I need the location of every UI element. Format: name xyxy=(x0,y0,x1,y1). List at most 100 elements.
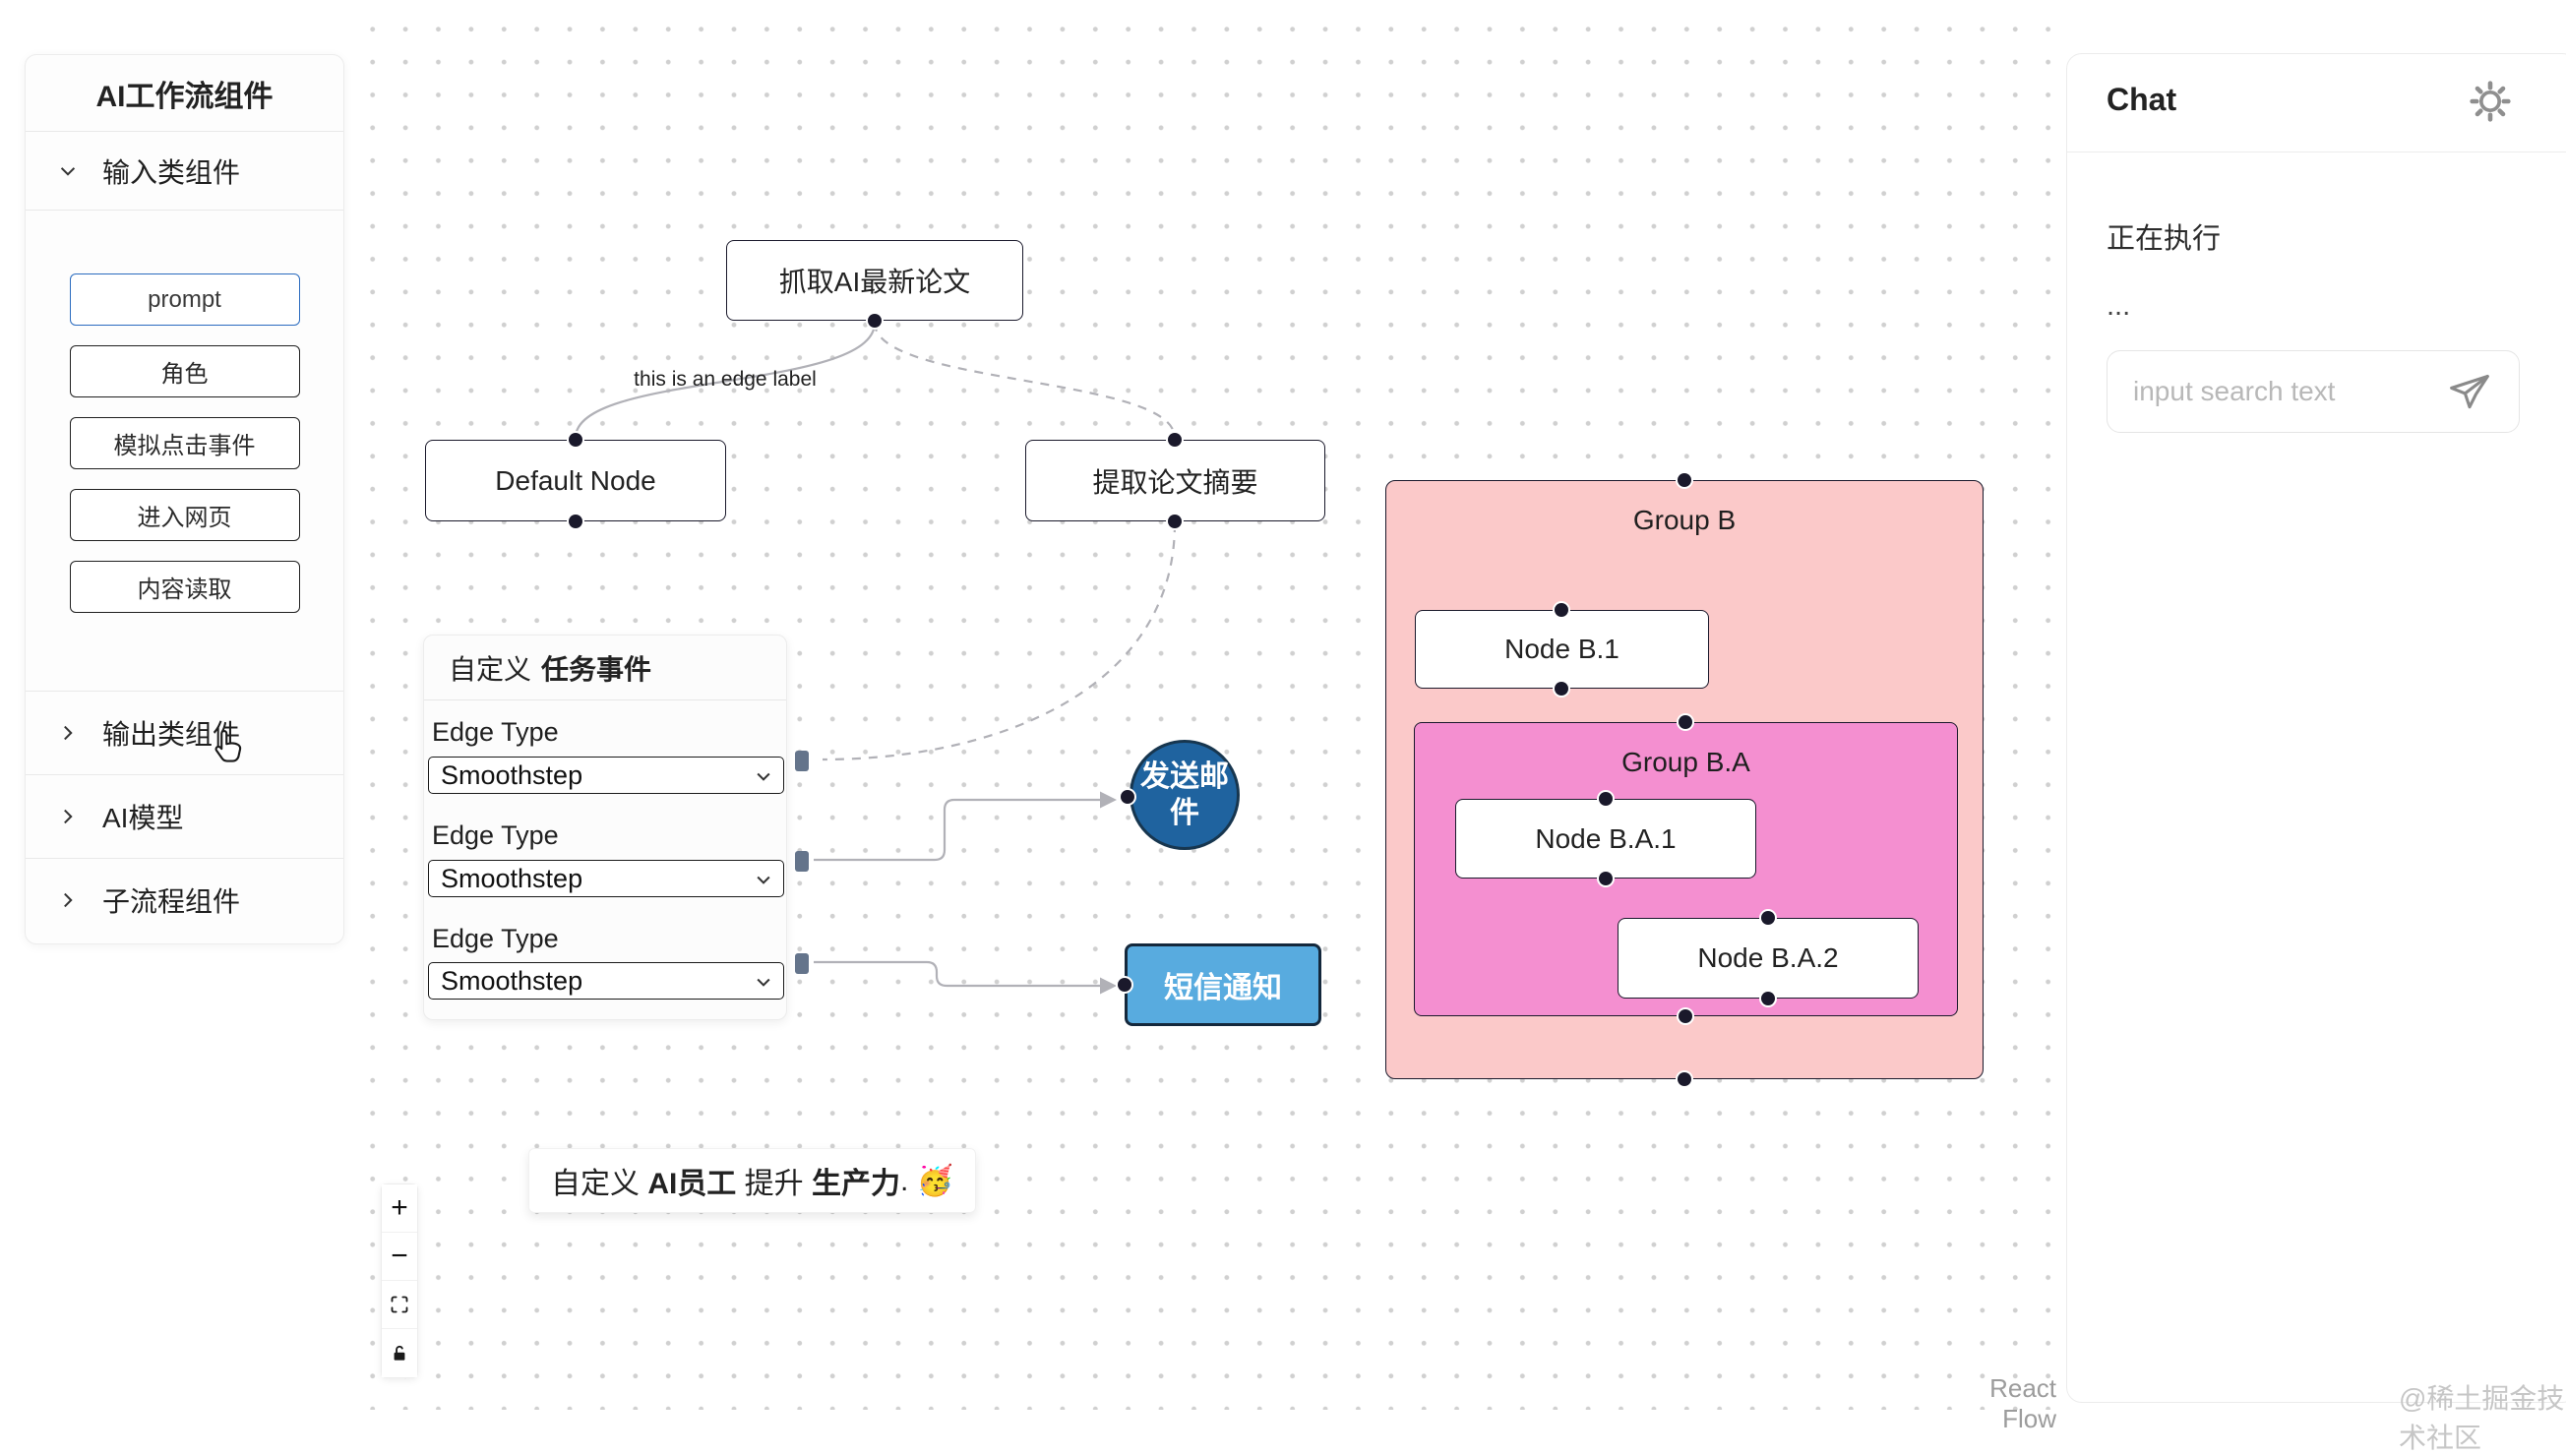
custom-task-header-bold: 任务事件 xyxy=(541,653,652,685)
component-open-page[interactable]: 进入网页 xyxy=(69,489,300,541)
edge-type-select-1-value: Smoothstep xyxy=(441,759,583,790)
edge-type-select-3[interactable]: Smoothstep xyxy=(428,962,784,1000)
custom-task-node[interactable]: 自定义 任务事件 Edge Type Smoothstep Edge Type … xyxy=(423,635,809,1020)
node-ba1[interactable]: Node B.A.1 xyxy=(1455,799,1756,879)
reactflow-attribution: React Flow xyxy=(1989,1373,2056,1433)
annotation-part2: AI员工 xyxy=(647,1168,737,1200)
edge-type-select-3-value: Smoothstep xyxy=(441,965,583,996)
handle-group-ba-top[interactable] xyxy=(1679,715,1692,729)
sidebar-section-output[interactable]: 输出类组件 xyxy=(26,691,343,774)
component-read-content[interactable]: 内容读取 xyxy=(69,561,300,613)
site-watermark: @稀土掘金技术社区 xyxy=(2399,1383,2565,1453)
node-ba1-label: Node B.A.1 xyxy=(1535,822,1677,854)
handle-ba1-bottom[interactable] xyxy=(1599,872,1613,885)
sidebar-section-input-label: 输入类组件 xyxy=(102,156,241,188)
chat-status-text: 正在执行 xyxy=(2107,223,2222,255)
chevron-right-icon xyxy=(64,892,73,908)
handle-b1-top[interactable] xyxy=(1555,603,1568,617)
annotation-part1: 自定义 xyxy=(550,1168,648,1200)
annotation-part3: 提升 xyxy=(736,1168,812,1200)
edge-type-select-1[interactable]: Smoothstep xyxy=(428,757,784,794)
handle-ba2-top[interactable] xyxy=(1761,911,1775,925)
edge-type-label-2: Edge Type xyxy=(432,820,559,850)
source-handle-1[interactable] xyxy=(795,751,809,771)
node-fetch-papers-label: 抓取AI最新论文 xyxy=(778,267,971,297)
node-sms-notify-label: 短信通知 xyxy=(1164,972,1282,1004)
sidebar-section-subflow-label: 子流程组件 xyxy=(102,886,241,917)
chevron-down-icon xyxy=(757,978,770,987)
edge-type-select-2-value: Smoothstep xyxy=(441,863,583,893)
node-b1-label: Node B.1 xyxy=(1504,634,1619,664)
component-prompt[interactable]: prompt xyxy=(69,273,300,326)
node-send-email-line2: 件 xyxy=(1170,797,1199,829)
sidebar-section-ai-model-label: AI模型 xyxy=(102,803,184,833)
zoom-in-button[interactable]: + xyxy=(382,1184,417,1233)
node-b1[interactable]: Node B.1 xyxy=(1415,610,1709,689)
chat-title: Chat xyxy=(2107,82,2177,117)
handle-sms-left[interactable] xyxy=(1118,978,1131,992)
sidebar-section-ai-model[interactable]: AI模型 xyxy=(26,774,343,858)
handle-default-bottom[interactable] xyxy=(569,515,582,528)
edge-type-label-3: Edge Type xyxy=(432,924,559,953)
annotation-part4: 生产力 xyxy=(811,1168,900,1200)
node-fetch-papers[interactable]: 抓取AI最新论文 xyxy=(726,240,1023,321)
handle-email-left[interactable] xyxy=(1121,790,1134,804)
chat-header: Chat xyxy=(2067,54,2566,152)
component-role[interactable]: 角色 xyxy=(69,345,300,397)
chevron-down-icon xyxy=(757,876,770,884)
custom-task-header-prefix: 自定义 xyxy=(449,653,532,685)
send-icon[interactable] xyxy=(2448,371,2491,414)
handle-default-top[interactable] xyxy=(569,433,582,447)
node-send-email-line1: 发送邮 xyxy=(1140,759,1229,793)
edge-type-label-1: Edge Type xyxy=(432,717,559,747)
handle-group-b-top[interactable] xyxy=(1678,473,1691,487)
sidebar-section-output-label: 输出类组件 xyxy=(102,719,241,750)
node-extract-abstract[interactable]: 提取论文摘要 xyxy=(1025,440,1325,521)
fit-view-icon xyxy=(391,1296,408,1313)
chevron-down-icon xyxy=(757,772,770,781)
handle-extract-bottom[interactable] xyxy=(1168,515,1182,528)
sidebar-section-subflow[interactable]: 子流程组件 xyxy=(26,858,343,941)
group-b-label: Group B xyxy=(1632,505,1737,535)
node-extract-abstract-label: 提取论文摘要 xyxy=(1092,466,1258,498)
handle-b1-bottom[interactable] xyxy=(1555,682,1568,696)
chat-input-container xyxy=(2107,350,2520,433)
gear-icon[interactable] xyxy=(2469,80,2512,123)
source-handle-3[interactable] xyxy=(795,953,809,974)
handle-fetch-bottom[interactable] xyxy=(868,314,882,328)
chevron-right-icon xyxy=(64,809,73,824)
edge-type-select-2[interactable]: Smoothstep xyxy=(428,860,784,897)
edge-label: this is an edge label xyxy=(634,368,817,391)
node-ba2-label: Node B.A.2 xyxy=(1697,942,1839,973)
handle-group-ba-bottom[interactable] xyxy=(1679,1009,1692,1023)
handle-ba1-top[interactable] xyxy=(1599,792,1613,806)
fit-view-button[interactable] xyxy=(382,1281,417,1329)
chevron-right-icon xyxy=(64,725,73,741)
sidebar-title: AI工作流组件 xyxy=(26,55,343,132)
sidebar-section-input[interactable]: 输入类组件 xyxy=(26,132,343,211)
handle-ba2-bottom[interactable] xyxy=(1761,992,1775,1005)
node-ba2[interactable]: Node B.A.2 xyxy=(1618,918,1919,999)
chat-ellipsis: ... xyxy=(2107,290,2131,322)
group-ba-label: Group B.A xyxy=(1621,747,1750,777)
canvas-annotation: 自定义 AI员工 提升 生产力. 🥳 xyxy=(528,1148,976,1213)
node-send-email[interactable]: 发送邮 件 xyxy=(1130,740,1240,850)
annotation-part5: . 🥳 xyxy=(899,1164,954,1197)
node-sms-notify[interactable]: 短信通知 xyxy=(1125,943,1321,1026)
zoom-out-button[interactable]: − xyxy=(382,1233,417,1281)
chat-panel: Chat 正在执行 ... xyxy=(2066,53,2566,1403)
components-sidebar: AI工作流组件 输入类组件 prompt 角色 模拟点击事件 进入网页 内容读取… xyxy=(25,54,344,944)
lock-toggle-button[interactable] xyxy=(382,1329,417,1377)
flow-controls: + − xyxy=(381,1183,418,1378)
node-default[interactable]: Default Node xyxy=(425,440,726,521)
sidebar-component-list: prompt 角色 模拟点击事件 进入网页 内容读取 xyxy=(26,211,343,613)
source-handle-2[interactable] xyxy=(795,851,809,872)
component-click-event[interactable]: 模拟点击事件 xyxy=(69,417,300,469)
custom-task-node-header: 自定义 任务事件 xyxy=(424,636,786,700)
chat-search-input[interactable] xyxy=(2133,351,2458,432)
unlock-icon xyxy=(394,1345,405,1361)
node-default-label: Default Node xyxy=(495,464,656,496)
handle-extract-top[interactable] xyxy=(1168,433,1182,447)
handle-group-b-bottom[interactable] xyxy=(1678,1072,1691,1086)
chevron-down-icon xyxy=(60,166,76,176)
